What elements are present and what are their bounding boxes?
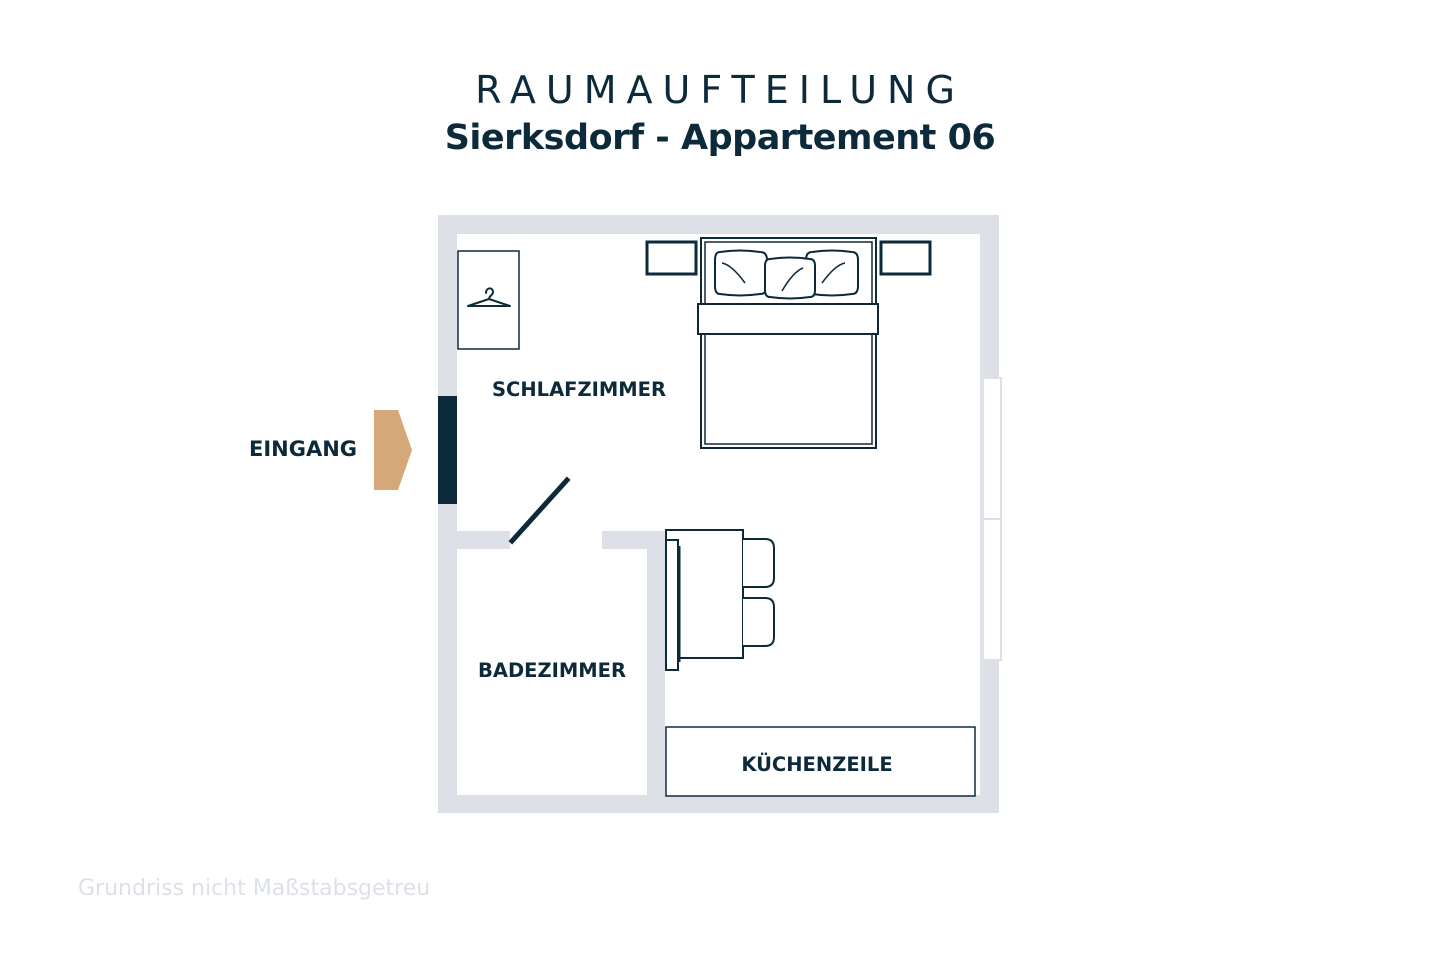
bed-blanket-band (697, 303, 879, 335)
wardrobe (457, 250, 520, 350)
kitchen-counter (665, 726, 976, 797)
entrance-door (438, 396, 457, 504)
page-subtitle: Sierksdorf - Appartement 06 (444, 118, 996, 158)
room-label-kitchen: KÜCHENZEILE (741, 752, 892, 776)
room-label-bathroom: BADEZIMMER (478, 659, 626, 682)
bathroom-door (508, 476, 571, 545)
wall-left (438, 215, 457, 813)
nightstand-right (879, 240, 932, 276)
chair-top (743, 538, 775, 588)
page-title: RAUMAUFTEILUNG (475, 68, 965, 112)
bed-inner (704, 241, 873, 445)
window-pane-upper (982, 377, 1002, 520)
entrance-label: EINGANG (249, 437, 357, 461)
window-pane-lower (982, 518, 1002, 661)
window (982, 377, 1002, 661)
wall-top (438, 215, 999, 234)
chair-bottom (743, 597, 775, 647)
nightstand-left (645, 240, 698, 276)
bed (645, 237, 932, 449)
wall-bath-top-left (457, 531, 510, 549)
wall-bath-right (647, 531, 665, 795)
room-label-bedroom: SCHLAFZIMMER (492, 378, 666, 401)
hanger-icon (467, 287, 511, 307)
pillow-icon (714, 249, 859, 300)
scale-disclaimer: Grundriss nicht Maßstabsgetreu (78, 876, 431, 901)
entrance-arrow-icon (374, 410, 412, 490)
table-bench (665, 539, 679, 671)
wardrobe-box (457, 250, 520, 350)
wall-bottom (438, 795, 999, 813)
dining-table (665, 529, 775, 671)
